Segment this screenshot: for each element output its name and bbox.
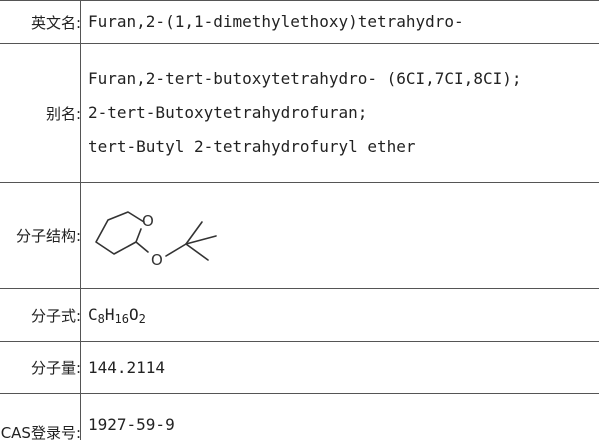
value-alias: Furan,2-tert-butoxytetrahydro- (6CI,7CI,… bbox=[88, 44, 599, 182]
label-mol-weight: 分子量: bbox=[30, 359, 81, 377]
label-formula: 分子式: bbox=[30, 306, 81, 325]
row-structure: 分子结构: O O bbox=[0, 183, 599, 289]
molecule-structure-image: O O bbox=[95, 210, 217, 269]
methyl-bond-2 bbox=[185, 234, 217, 245]
formula-element-h: H bbox=[104, 305, 115, 324]
row-formula: 分子式: C8H16O2 bbox=[0, 289, 599, 342]
column-divider bbox=[80, 1, 81, 43]
row-cas: CAS登录号: 1927-59-9 bbox=[0, 394, 599, 442]
row-alias: 别名: Furan,2-tert-butoxytetrahydro- (6CI,… bbox=[0, 44, 599, 183]
row-english-name: 英文名: Furan,2-(1,1-dimethylethoxy)tetrahy… bbox=[0, 1, 599, 44]
value-formula: C8H16O2 bbox=[88, 289, 599, 341]
column-divider bbox=[80, 44, 81, 182]
column-divider bbox=[80, 183, 81, 288]
row-mol-weight: 分子量: 144.2114 bbox=[0, 342, 599, 394]
label-structure: 分子结构: bbox=[15, 227, 81, 245]
column-divider bbox=[80, 342, 81, 393]
column-divider bbox=[80, 394, 81, 440]
label-english-name: 英文名: bbox=[30, 13, 81, 32]
ring-to-ether-bond bbox=[135, 240, 149, 253]
cas-number-text: 1927-59-9 bbox=[88, 415, 175, 434]
formula-element-o: O bbox=[128, 305, 139, 324]
ether-to-tbutyl-bond bbox=[165, 242, 187, 257]
methyl-bond-1 bbox=[185, 220, 203, 245]
alias-line-3: tert-Butyl 2-tetrahydrofuryl ether bbox=[88, 137, 416, 156]
formula-count-c: 8 bbox=[97, 312, 105, 326]
ether-oxygen-atom: O bbox=[151, 251, 163, 269]
formula-element-c: C bbox=[88, 305, 98, 324]
value-mol-weight: 144.2114 bbox=[88, 342, 599, 393]
column-divider bbox=[80, 289, 81, 341]
molecular-formula: C8H16O2 bbox=[88, 298, 599, 332]
value-structure: O O bbox=[84, 183, 599, 288]
alias-line-2: 2-tert-Butoxytetrahydrofuran; bbox=[88, 103, 368, 122]
english-name-text: Furan,2-(1,1-dimethylethoxy)tetrahydro- bbox=[88, 12, 464, 31]
value-english-name: Furan,2-(1,1-dimethylethoxy)tetrahydro- bbox=[88, 1, 599, 43]
mol-weight-text: 144.2114 bbox=[88, 357, 166, 377]
label-alias: 别名: bbox=[45, 104, 81, 123]
thf-ring-bonds bbox=[95, 210, 145, 255]
methyl-bond-3 bbox=[185, 242, 209, 261]
formula-count-o: 2 bbox=[138, 312, 146, 326]
formula-count-h: 16 bbox=[114, 312, 129, 326]
alias-line-1: Furan,2-tert-butoxytetrahydro- (6CI,7CI,… bbox=[88, 69, 522, 88]
label-cas: CAS登录号: bbox=[0, 423, 81, 442]
ring-oxygen-atom: O bbox=[142, 212, 154, 230]
value-cas: 1927-59-9 bbox=[88, 394, 599, 440]
